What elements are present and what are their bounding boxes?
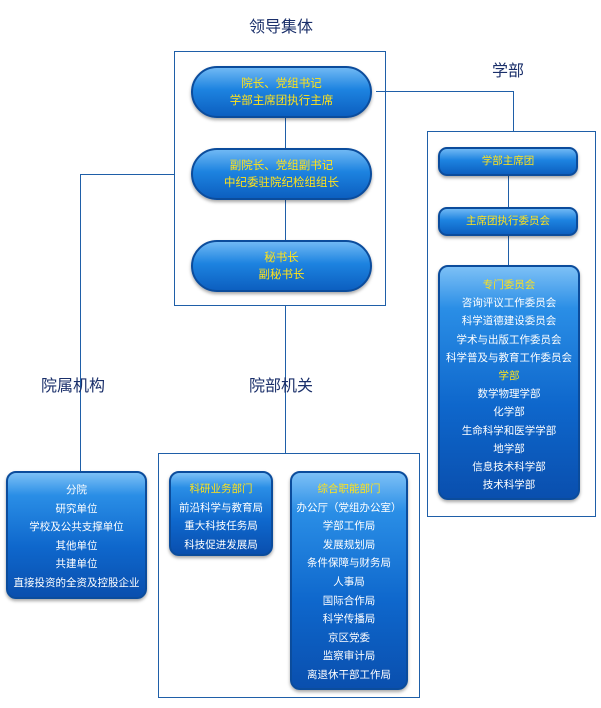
node-secretary-general[interactable]: 秘书长 副秘书长 (191, 240, 372, 292)
node-vice-president-line-2: 中纪委驻院纪检组组长 (224, 175, 339, 189)
connector-leader-to-academic-h (376, 91, 514, 92)
affiliated-item[interactable]: 共建单位 (55, 558, 98, 570)
research-department-item[interactable]: 科技促进发展局 (184, 538, 258, 551)
node-vice-president[interactable]: 副院长、党组副书记 中纪委驻院纪检组组长 (191, 148, 372, 200)
affiliated-item[interactable]: 研究单位 (55, 502, 98, 515)
node-secretary-general-line-2: 副秘书长 (258, 267, 305, 281)
affiliated-panel: 分院 研究单位 学校及公共支撑单位 其他单位 共建单位 直接投资的全资及控股企业 (6, 471, 147, 599)
general-department-item[interactable]: 国际合作局 (322, 594, 376, 607)
division-item[interactable]: 化学部 (493, 406, 525, 419)
heading-academic: 学部 (492, 61, 525, 80)
division-item[interactable]: 数学物理学部 (477, 388, 541, 401)
committees-panel: 专门委员会 咨询评议工作委员会 科学道德建设委员会 学术与出版工作委员会 科学普… (438, 265, 580, 500)
heading-affiliated: 院属机构 (41, 376, 106, 395)
node-executive-committee[interactable]: 主席团执行委员会 (438, 207, 578, 236)
heading-leadership: 领导集体 (249, 17, 314, 36)
connector-leader-to-affiliated-v (80, 174, 81, 472)
node-presidium-label: 学部主席团 (481, 155, 535, 167)
connector-leader-to-affiliated-h (80, 174, 175, 175)
affiliated-item[interactable]: 直接投资的全资及控股企业 (13, 576, 140, 589)
committee-item[interactable]: 科学道德建设委员会 (461, 315, 557, 328)
research-departments-title: 科研业务部门 (189, 483, 253, 495)
divisions-title: 学部 (498, 370, 520, 383)
offices-frame (158, 453, 420, 698)
connector-executive-to-committees (508, 235, 509, 267)
general-department-item[interactable]: 离退休干部工作局 (307, 668, 391, 681)
general-departments-title: 综合职能部门 (317, 483, 381, 495)
division-item[interactable]: 地学部 (493, 442, 525, 455)
connector-presidium-to-executive (508, 175, 509, 208)
heading-offices: 院部机关 (249, 376, 314, 395)
general-department-item[interactable]: 条件保障与财务局 (307, 557, 391, 570)
general-department-item[interactable]: 人事局 (333, 575, 365, 588)
node-executive-committee-label: 主席团执行委员会 (466, 215, 550, 227)
node-secretary-general-line-1: 秘书长 (264, 250, 299, 264)
committee-item[interactable]: 学术与出版工作委员会 (456, 333, 562, 346)
affiliated-item[interactable]: 学校及公共支撑单位 (29, 521, 124, 533)
research-department-item[interactable]: 重大科技任务局 (184, 520, 258, 532)
academic-frame (427, 131, 596, 517)
division-item[interactable]: 生命科学和医学学部 (461, 424, 557, 437)
node-president[interactable]: 院长、党组书记 学部主席团执行主席 (191, 66, 372, 118)
node-presidium[interactable]: 学部主席团 (438, 147, 578, 176)
general-department-item[interactable]: 科学传播局 (322, 613, 376, 626)
general-department-item[interactable]: 发展规划局 (322, 538, 376, 551)
general-department-item[interactable]: 办公厅（党组办公室） (296, 501, 402, 514)
affiliated-item[interactable]: 分院 (66, 484, 87, 496)
node-president-line-1: 院长、党组书记 (241, 76, 322, 90)
division-item[interactable]: 信息技术科学部 (472, 461, 546, 474)
general-departments-panel: 综合职能部门 办公厅（党组办公室） 学部工作局 发展规划局 条件保障与财务局 人… (290, 471, 408, 690)
affiliated-item[interactable]: 其他单位 (55, 539, 98, 552)
general-department-item[interactable]: 学部工作局 (322, 520, 376, 533)
research-departments-panel: 科研业务部门 前沿科学与教育局 重大科技任务局 科技促进发展局 (169, 471, 273, 556)
research-department-item[interactable]: 前沿科学与教育局 (179, 501, 263, 514)
division-item[interactable]: 技术科学部 (482, 479, 536, 492)
node-president-line-2: 学部主席团执行主席 (229, 93, 334, 107)
connector-leader-to-offices (285, 306, 286, 453)
connector-leader-to-vice (285, 116, 286, 150)
leadership-frame (174, 51, 386, 306)
general-department-item[interactable]: 京区党委 (328, 631, 370, 644)
general-department-item[interactable]: 监察审计局 (322, 650, 376, 663)
connector-leader-to-academic-v (513, 91, 514, 131)
committee-item[interactable]: 科学普及与教育工作委员会 (446, 351, 572, 364)
committee-item[interactable]: 咨询评议工作委员会 (461, 297, 557, 310)
connector-vice-to-secretary (285, 197, 286, 242)
committees-title: 专门委员会 (482, 279, 536, 291)
node-vice-president-line-1: 副院长、党组副书记 (229, 158, 334, 172)
